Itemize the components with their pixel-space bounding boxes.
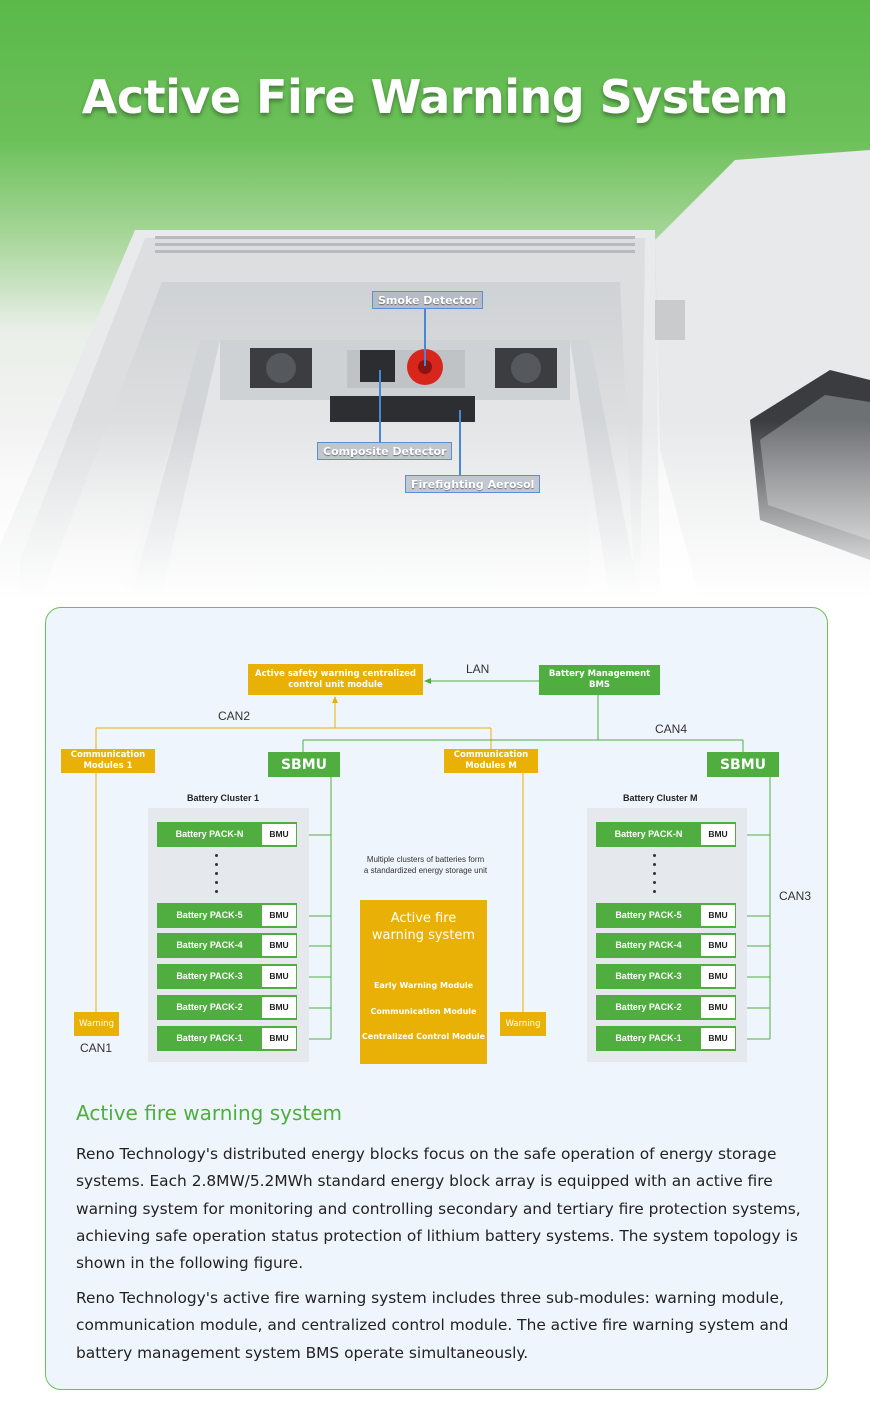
communication-module-m-box: Communication Modules M bbox=[444, 749, 538, 773]
battery-pack-label: Battery PACK-3 bbox=[176, 971, 243, 981]
topology-connectors bbox=[95, 678, 771, 1040]
battery-pack-label: Battery PACK-5 bbox=[176, 910, 243, 920]
central-control-unit-line-2: control unit module bbox=[288, 679, 383, 690]
communication-module-1-line-1: Communication bbox=[70, 750, 146, 760]
afw-title-line-2: warning system bbox=[371, 928, 476, 943]
bmu-label: BMU bbox=[701, 935, 735, 956]
smoke-detector-callout: Smoke Detector bbox=[372, 291, 484, 309]
bmu-label: BMU bbox=[701, 905, 735, 926]
sbmu-box-right: SBMU bbox=[707, 752, 779, 777]
battery-pack: Battery PACK-1 BMU bbox=[157, 1026, 297, 1051]
battery-cluster-m-title: Battery Cluster M bbox=[623, 793, 698, 803]
battery-pack: Battery PACK-3 BMU bbox=[596, 964, 736, 989]
lan-label: LAN bbox=[466, 662, 490, 676]
bmu-label: BMU bbox=[262, 935, 296, 956]
can3-label: CAN3 bbox=[779, 889, 812, 903]
description-paragraph-1: Reno Technology's distributed energy blo… bbox=[76, 1145, 801, 1273]
battery-pack: Battery PACK-4 BMU bbox=[596, 933, 736, 958]
warning-box-left: Warning bbox=[74, 1012, 119, 1036]
composite-detector-leader-line bbox=[379, 370, 381, 443]
bmu-label: BMU bbox=[262, 997, 296, 1018]
bmu-label: BMU bbox=[701, 966, 735, 987]
bmu-label: BMU bbox=[262, 824, 296, 845]
bms-box: Battery Management BMS bbox=[539, 665, 660, 695]
smoke-detector-leader-line bbox=[424, 308, 426, 366]
active-fire-warning-system-box: Active fire warning system Early Warning… bbox=[360, 900, 487, 1064]
battery-pack-label: Battery PACK-N bbox=[175, 829, 244, 839]
description-paragraph-2: Reno Technology's active fire warning sy… bbox=[76, 1289, 789, 1362]
battery-pack: Battery PACK-2 BMU bbox=[596, 995, 736, 1020]
bms-line-2: BMS bbox=[588, 680, 611, 690]
bmu-label: BMU bbox=[701, 997, 735, 1018]
communication-module-1-line-2: Modules 1 bbox=[83, 761, 133, 771]
battery-pack-label: Battery PACK-N bbox=[614, 829, 683, 839]
afw-title: Active fire warning system bbox=[360, 910, 487, 944]
multi-cluster-note-line-2: a standardized energy storage unit bbox=[363, 866, 488, 875]
bms-line-1: Battery Management bbox=[548, 669, 651, 679]
page-title: Active Fire Warning System bbox=[81, 70, 789, 124]
can2-label: CAN2 bbox=[218, 709, 251, 723]
communication-module-m-line-2: Modules M bbox=[465, 761, 517, 771]
sbmu-box-left: SBMU bbox=[268, 752, 340, 777]
battery-pack-label: Battery PACK-3 bbox=[615, 971, 682, 981]
composite-detector-callout: Composite Detector bbox=[317, 442, 453, 460]
battery-pack: Battery PACK-5 BMU bbox=[157, 903, 297, 928]
battery-pack-label: Battery PACK-4 bbox=[176, 940, 243, 950]
bmu-label: BMU bbox=[701, 824, 735, 845]
battery-pack: Battery PACK-1 BMU bbox=[596, 1026, 736, 1051]
communication-module-label: Communication Module bbox=[370, 1007, 477, 1016]
ellipsis-dots bbox=[653, 854, 657, 899]
battery-pack: Battery PACK-2 BMU bbox=[157, 995, 297, 1020]
central-control-unit-line-1: Active safety warning centralized bbox=[255, 668, 416, 679]
topology-panel: Active safety warning centralized contro… bbox=[45, 607, 828, 1390]
battery-pack: Battery PACK-N BMU bbox=[596, 822, 736, 847]
battery-pack-label: Battery PACK-2 bbox=[176, 1002, 243, 1012]
firefighting-aerosol-leader-line bbox=[459, 410, 461, 476]
energy-storage-cabinet-photo bbox=[0, 150, 870, 600]
can1-label: CAN1 bbox=[80, 1041, 113, 1055]
bmu-label: BMU bbox=[701, 1028, 735, 1049]
section-title: Active fire warning system bbox=[76, 1101, 343, 1125]
battery-pack: Battery PACK-N BMU bbox=[157, 822, 297, 847]
communication-module-m-line-1: Communication bbox=[453, 750, 529, 760]
central-control-unit-box: Active safety warning centralized contro… bbox=[248, 664, 423, 695]
battery-pack-label: Battery PACK-2 bbox=[615, 1002, 682, 1012]
multi-cluster-note-line-1: Multiple clusters of batteries form bbox=[366, 855, 485, 864]
bmu-label: BMU bbox=[262, 1028, 296, 1049]
centralized-control-module-label: Centralized Control Module bbox=[361, 1032, 486, 1041]
early-warning-module-label: Early Warning Module bbox=[373, 981, 474, 990]
bmu-label: BMU bbox=[262, 905, 296, 926]
hero-banner: Active Fire Warning System Smoke Detecto… bbox=[0, 0, 870, 600]
battery-pack-label: Battery PACK-5 bbox=[615, 910, 682, 920]
firefighting-aerosol-callout: Firefighting Aerosol bbox=[405, 475, 541, 493]
afw-title-line-1: Active fire bbox=[390, 911, 457, 926]
ellipsis-dots bbox=[215, 854, 219, 899]
communication-module-1-box: Communication Modules 1 bbox=[61, 749, 155, 773]
multi-cluster-note: Multiple clusters of batteries form a st… bbox=[348, 854, 503, 876]
warning-box-right: Warning bbox=[500, 1012, 546, 1036]
battery-pack: Battery PACK-5 BMU bbox=[596, 903, 736, 928]
battery-pack: Battery PACK-4 BMU bbox=[157, 933, 297, 958]
can4-label: CAN4 bbox=[655, 722, 688, 736]
battery-pack: Battery PACK-3 BMU bbox=[157, 964, 297, 989]
battery-pack-label: Battery PACK-4 bbox=[615, 940, 682, 950]
battery-pack-label: Battery PACK-1 bbox=[615, 1033, 682, 1043]
bmu-label: BMU bbox=[262, 966, 296, 987]
battery-cluster-1-title: Battery Cluster 1 bbox=[187, 793, 260, 803]
battery-pack-label: Battery PACK-1 bbox=[176, 1033, 243, 1043]
